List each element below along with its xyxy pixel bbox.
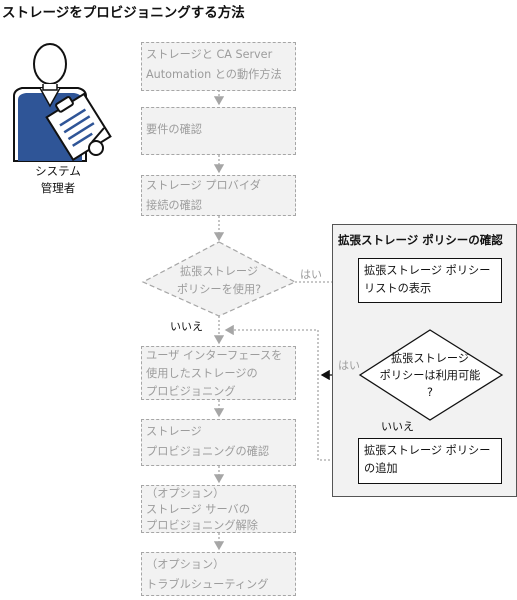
step-verify-provisioning: ストレージ プロビジョニングの確認 (141, 419, 296, 466)
step-check-provider-connection: ストレージ プロバイダ 接続の確認 (141, 175, 296, 216)
decision-use-policy-text: 拡張ストレージ ポリシーを使用? (176, 265, 262, 296)
step-check-requirements: 要件の確認 (141, 107, 296, 155)
label-yes-sub: はい (338, 359, 360, 372)
decision-policy-available-text: 拡張ストレージ ポリシーは利用可能 ? (379, 352, 481, 399)
label-no-main: いいえ (170, 320, 203, 333)
administrator-icon (13, 43, 112, 162)
label-yes-main: はい (300, 268, 322, 281)
pen-icon (88, 127, 105, 156)
box-show-policy-list: 拡張ストレージ ポリシー リストの表示 (358, 258, 502, 303)
step-troubleshooting-optional: （オプション） トラブルシューティング (141, 552, 296, 596)
label-no-sub: いいえ (381, 420, 414, 433)
decision-use-policy (141, 241, 297, 317)
subprocess-title: 拡張ストレージ ポリシーの確認 (338, 233, 503, 247)
box-add-policy: 拡張ストレージ ポリシー の追加 (358, 438, 502, 484)
page-title: ストレージをプロビジョニングする方法 (2, 5, 245, 21)
step-provision-via-ui: ユーザ インターフェースを 使用したストレージの プロビジョニング (141, 346, 296, 400)
role-label: システム 管理者 (35, 164, 81, 195)
step-deprovision-optional: （オプション） ストレージ サーバの プロビジョニング解除 (141, 485, 296, 533)
step-how-storage-works: ストレージと CA Server Automation との動作方法 (141, 42, 296, 91)
